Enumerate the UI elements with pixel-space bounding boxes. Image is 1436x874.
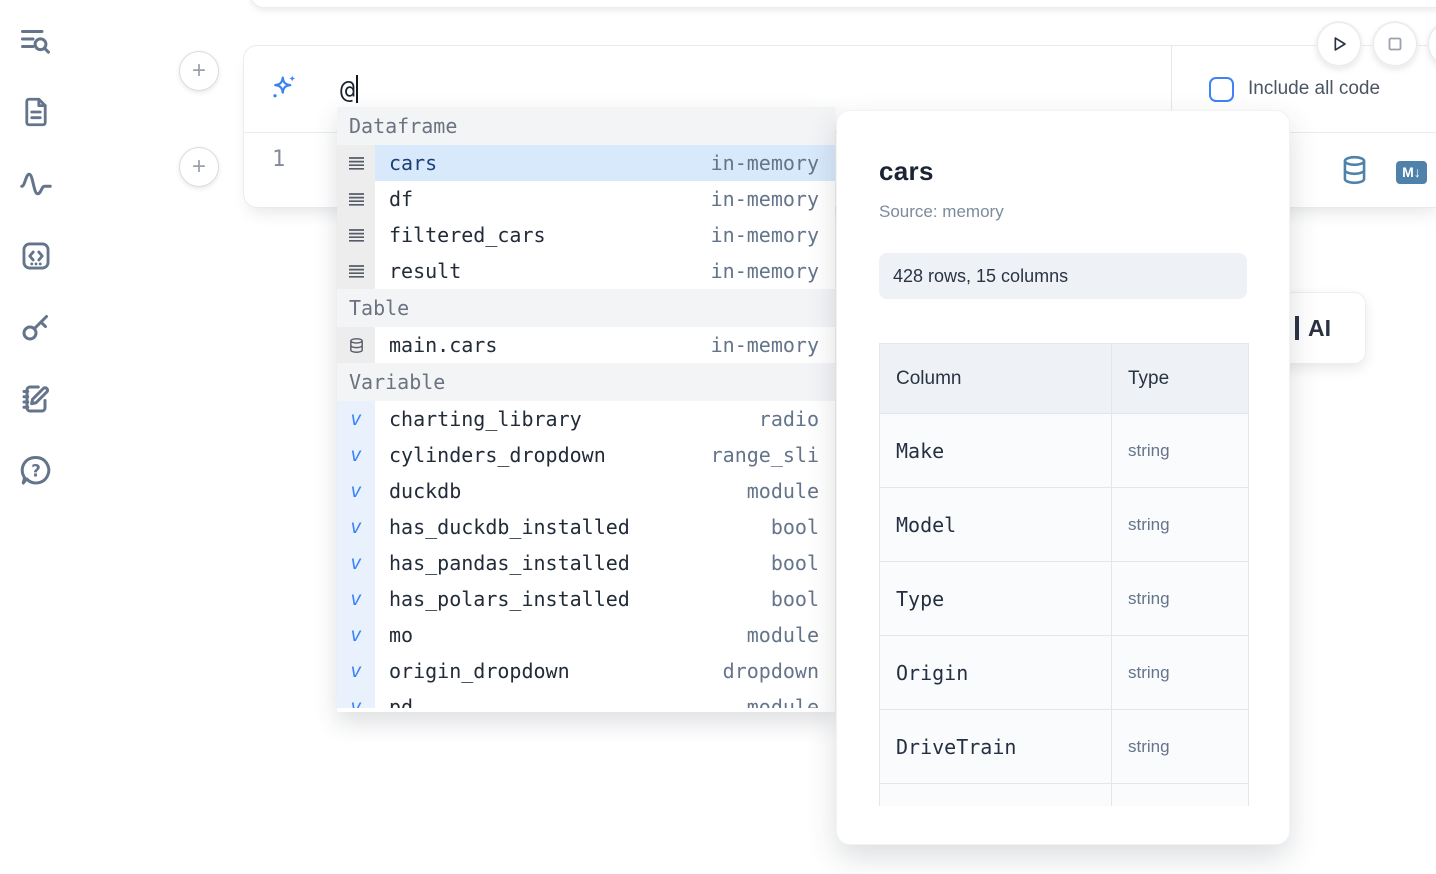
schema-row: Make string [880, 414, 1248, 488]
variable-icon: v [337, 581, 375, 617]
table-database-icon [337, 327, 375, 363]
schema-row-clipped [880, 784, 1248, 806]
stop-cell-button[interactable] [1373, 22, 1417, 66]
include-all-code-checkbox[interactable] [1209, 76, 1234, 102]
preview-title: cars [879, 156, 934, 186]
help-chat-icon[interactable]: ? [17, 452, 55, 490]
stop-icon [1388, 37, 1402, 51]
autocomplete-item-has-duckdb-installed[interactable]: v has_duckdb_installed bool [337, 509, 835, 545]
dataframe-icon [337, 181, 375, 217]
variable-icon: v [337, 473, 375, 509]
section-header-variable: Variable [337, 363, 835, 401]
autocomplete-item-charting-library[interactable]: v charting_library radio [337, 401, 835, 437]
previous-cell-edge [250, 0, 1436, 8]
add-cell-above-button[interactable]: + [179, 51, 219, 91]
svg-text:?: ? [31, 461, 41, 480]
autocomplete-item-result[interactable]: result in-memory [337, 253, 835, 289]
schema-row: DriveTrain string [880, 710, 1248, 784]
file-document-icon[interactable] [17, 93, 55, 131]
column-header: Column [880, 344, 1112, 413]
sparkles-ai-icon [269, 72, 299, 107]
left-sidebar: ? [0, 0, 72, 874]
code-editor-row[interactable]: 1 M↓ [244, 133, 1436, 208]
line-number: 1 [272, 147, 286, 172]
dataframe-icon [337, 217, 375, 253]
database-icon[interactable] [1341, 155, 1368, 190]
schema-header-row: Column Type [880, 344, 1248, 414]
schema-row: Type string [880, 562, 1248, 636]
clipped-letter [1295, 316, 1299, 340]
schema-row: Model string [880, 488, 1248, 562]
variable-icon: v [337, 401, 375, 437]
text-cursor [356, 75, 359, 103]
preview-shape-badge: 428 rows, 15 columns [879, 253, 1247, 299]
run-cell-button[interactable] [1317, 22, 1361, 66]
autocomplete-item-main-cars[interactable]: main.cars in-memory [337, 327, 835, 363]
autocomplete-item-has-polars-installed[interactable]: v has_polars_installed bool [337, 581, 835, 617]
add-cell-below-button[interactable]: + [179, 147, 219, 187]
autocomplete-item-duckdb[interactable]: v duckdb module [337, 473, 835, 509]
autocomplete-item-filtered-cars[interactable]: filtered_cars in-memory [337, 217, 835, 253]
dataframe-icon [337, 253, 375, 289]
ai-prompt-input[interactable]: @ [244, 46, 1171, 132]
list-search-icon[interactable] [17, 23, 55, 61]
variable-icon: v [337, 653, 375, 689]
cell-actions: M↓ [1341, 155, 1427, 190]
scratchpad-icon[interactable] [17, 380, 55, 418]
variable-icon: v [337, 509, 375, 545]
key-icon[interactable] [17, 308, 55, 346]
section-header-dataframe: Dataframe [337, 107, 835, 145]
autocomplete-item-clipped[interactable]: v pd module [337, 689, 835, 708]
ai-prompt-value: @ [340, 74, 356, 104]
variable-icon: v [337, 437, 375, 473]
include-all-code-label: Include all code [1248, 78, 1381, 99]
dataframe-preview-panel: cars Source: memory 428 rows, 15 columns… [836, 110, 1290, 845]
activity-icon[interactable] [17, 165, 55, 203]
variable-icon: v [337, 689, 375, 708]
autocomplete-item-df[interactable]: df in-memory [337, 181, 835, 217]
ai-button-label: AI [1308, 314, 1331, 341]
type-header: Type [1128, 367, 1170, 389]
autocomplete-item-cars[interactable]: cars in-memory [337, 145, 835, 181]
markdown-icon[interactable]: M↓ [1396, 161, 1427, 184]
section-header-table: Table [337, 289, 835, 327]
variable-icon: v [337, 545, 375, 581]
autocomplete-item-has-pandas-installed[interactable]: v has_pandas_installed bool [337, 545, 835, 581]
schema-table: Column Type Make string Model string Typ… [879, 343, 1249, 806]
autocomplete-item-mo[interactable]: v mo module [337, 617, 835, 653]
variable-icon: v [337, 617, 375, 653]
dataframe-icon [337, 145, 375, 181]
preview-source: Source: memory [879, 202, 1004, 221]
autocomplete-item-cylinders-dropdown[interactable]: v cylinders_dropdown range_sli [337, 437, 835, 473]
include-all-code-group: Include all code [1171, 46, 1436, 132]
play-icon [1334, 37, 1346, 51]
autocomplete-dropdown: Dataframe cars in-memory df in-memory fi… [337, 107, 835, 712]
schema-row: Origin string [880, 636, 1248, 710]
code-snippets-icon[interactable] [17, 237, 55, 275]
autocomplete-item-origin-dropdown[interactable]: v origin_dropdown dropdown [337, 653, 835, 689]
